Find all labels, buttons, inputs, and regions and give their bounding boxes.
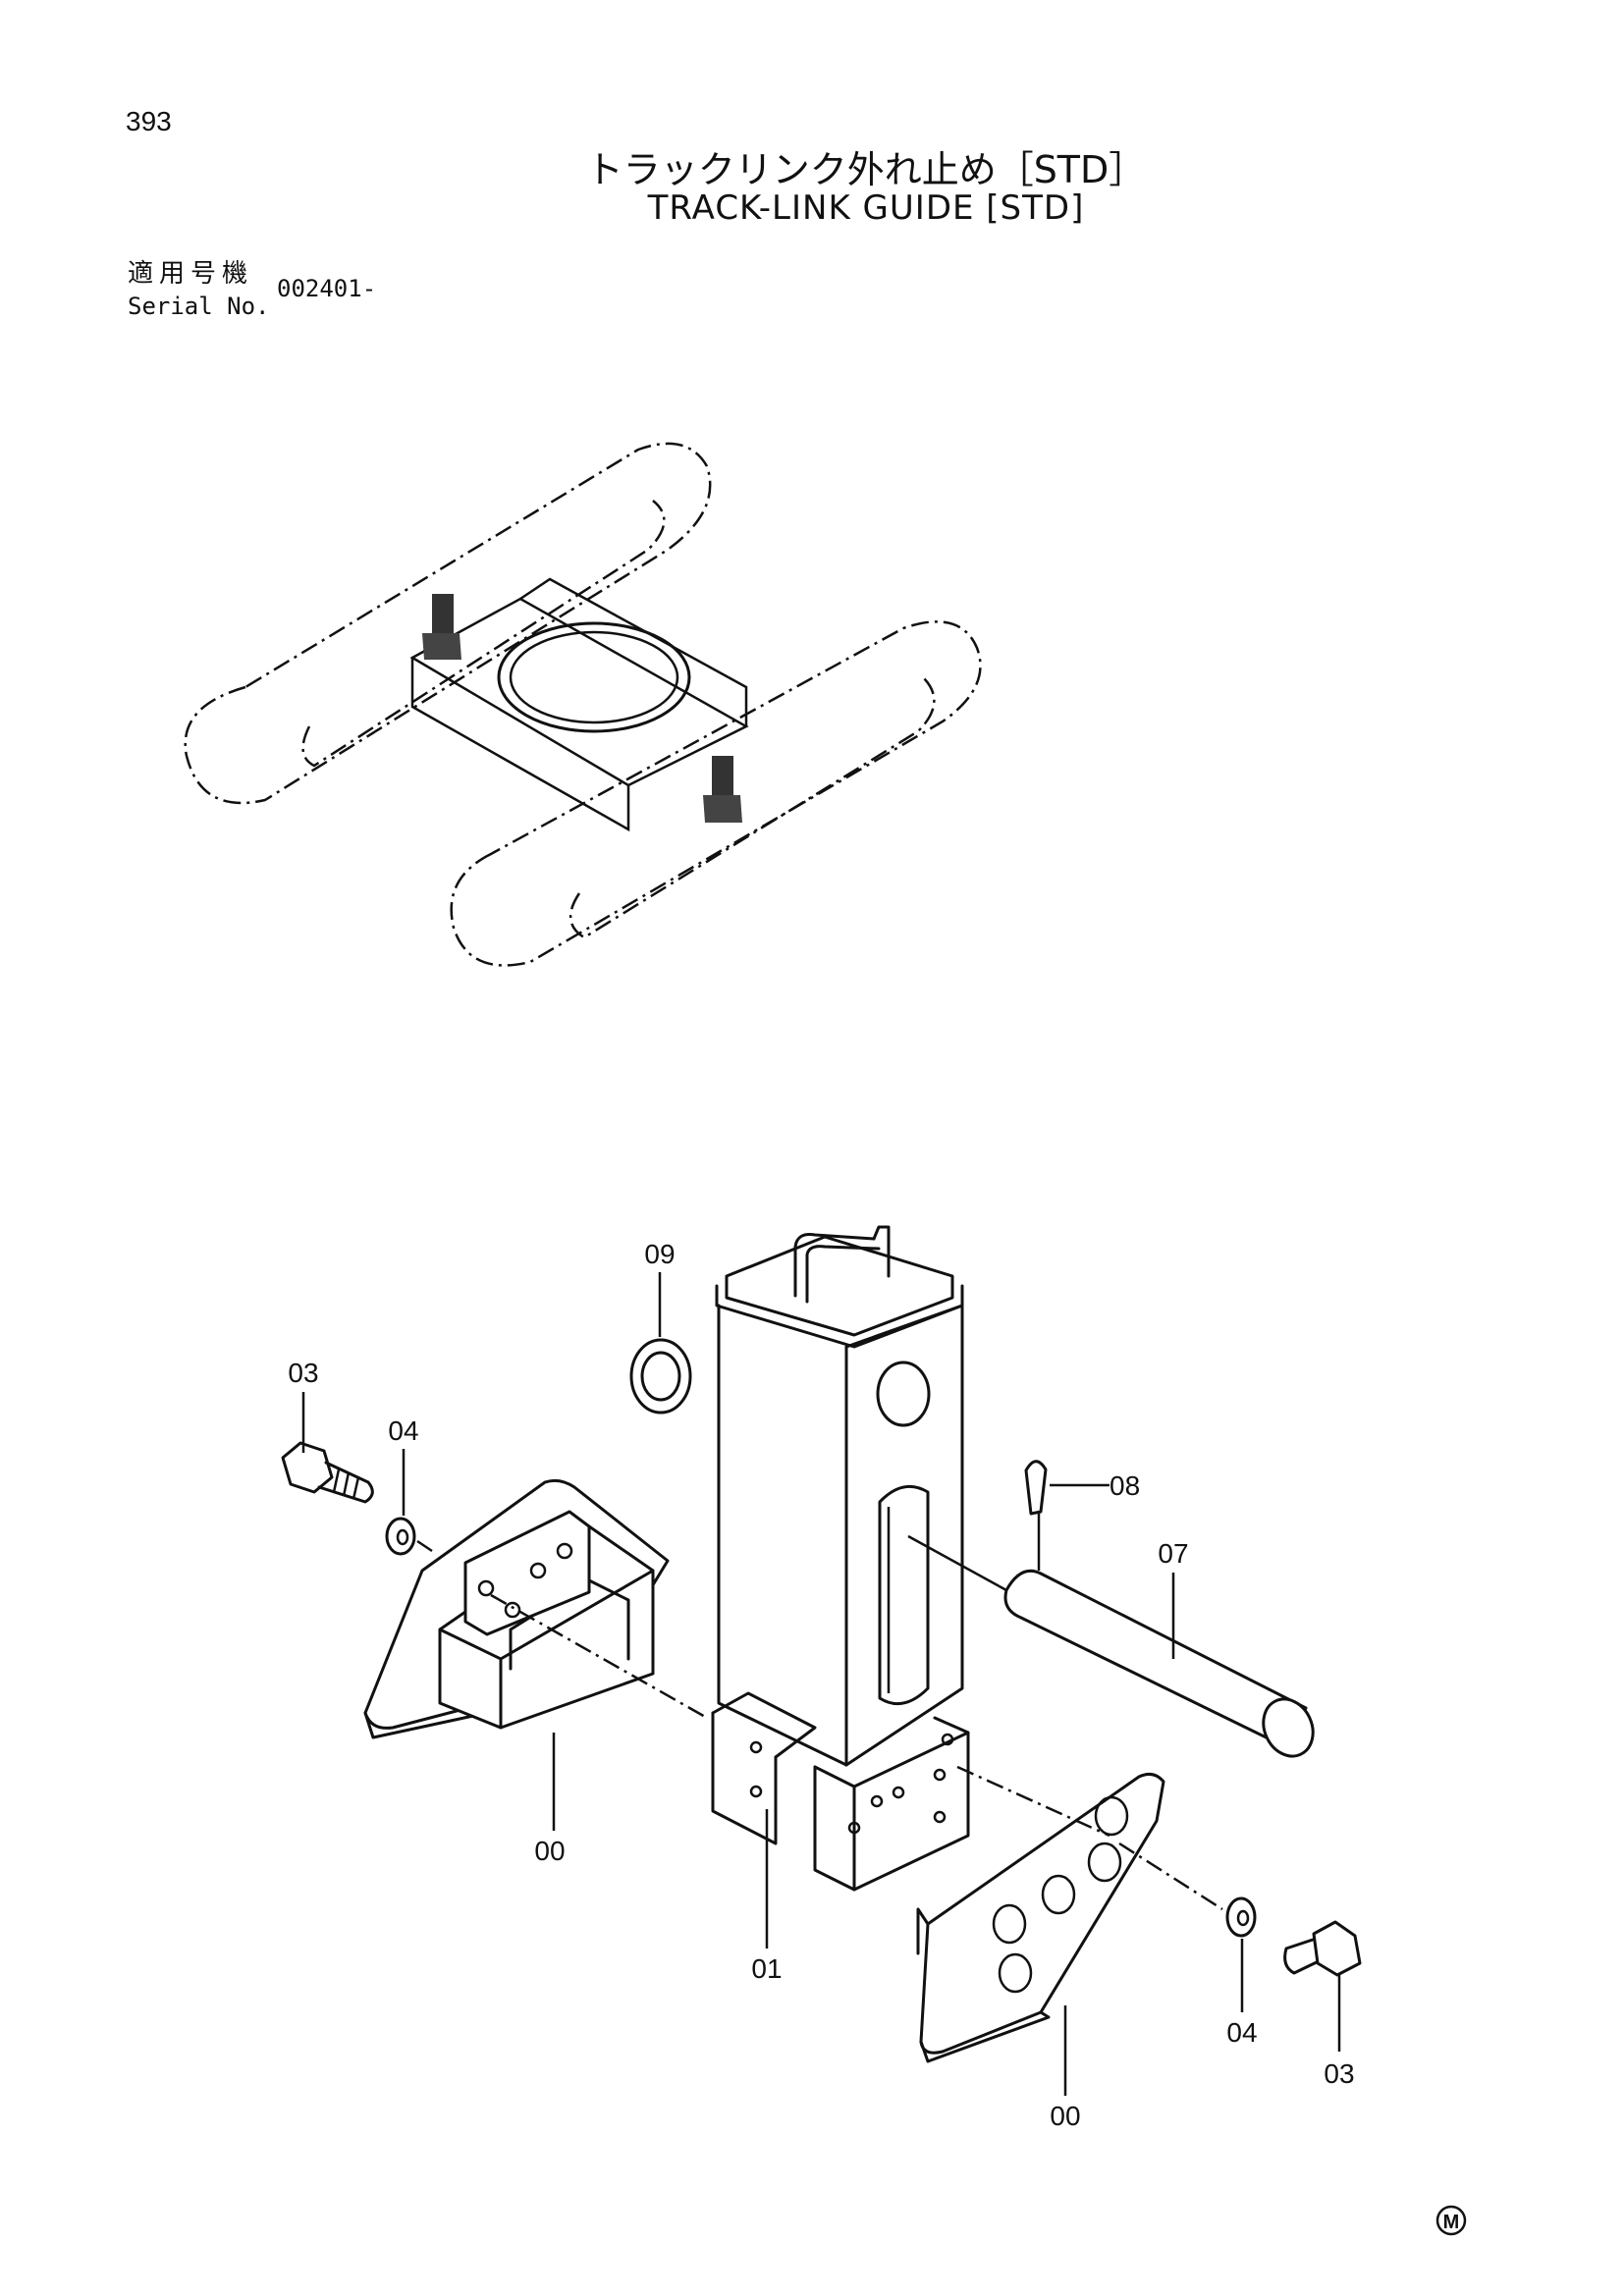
part-label-03-right: 03 [1324, 2058, 1354, 2089]
part-label-01: 01 [751, 1953, 782, 1984]
guide-body-part-01 [711, 1225, 970, 1892]
washer-right-part-04 [1225, 1896, 1257, 1938]
track-link-guide-right-marker [703, 756, 742, 823]
title-english: TRACK-LINK GUIDE [STD] [647, 188, 1085, 228]
bolt-right-part-03 [1283, 1920, 1362, 1977]
part-label-00-right: 00 [1050, 2101, 1080, 2131]
serial-label-japanese: 適用号機 [128, 259, 254, 289]
svg-text:M: M [1443, 2212, 1460, 2233]
part-label-07: 07 [1158, 1538, 1188, 1569]
page-number: 393 [126, 106, 172, 136]
part-label-04-left: 04 [388, 1415, 418, 1446]
serial-label-english: Serial No. [128, 293, 270, 320]
title-japanese: トラックリンク外れ止め［STD］ [585, 148, 1147, 191]
circled-m-mark: M [1435, 2205, 1467, 2236]
part-label-00-left: 00 [534, 1836, 565, 1866]
washer-part-09 [629, 1338, 692, 1415]
guide-plate-left-part-00 [363, 1478, 670, 1739]
pin-part-07 [1003, 1569, 1315, 1758]
cotter-pin-part-08 [1024, 1460, 1048, 1571]
part-label-04-right: 04 [1226, 2017, 1257, 2048]
guide-plate-right-part-00 [916, 1772, 1165, 2063]
washer-left-part-04 [385, 1517, 416, 1556]
part-label-08: 08 [1110, 1470, 1140, 1501]
part-label-09: 09 [644, 1239, 675, 1269]
bolt-left-part-03 [281, 1441, 374, 1504]
track-link-guide-left-marker [422, 594, 461, 660]
serial-number-value: 002401- [277, 275, 377, 302]
undercarriage-overview [184, 442, 982, 967]
part-label-03-left: 03 [288, 1358, 318, 1388]
